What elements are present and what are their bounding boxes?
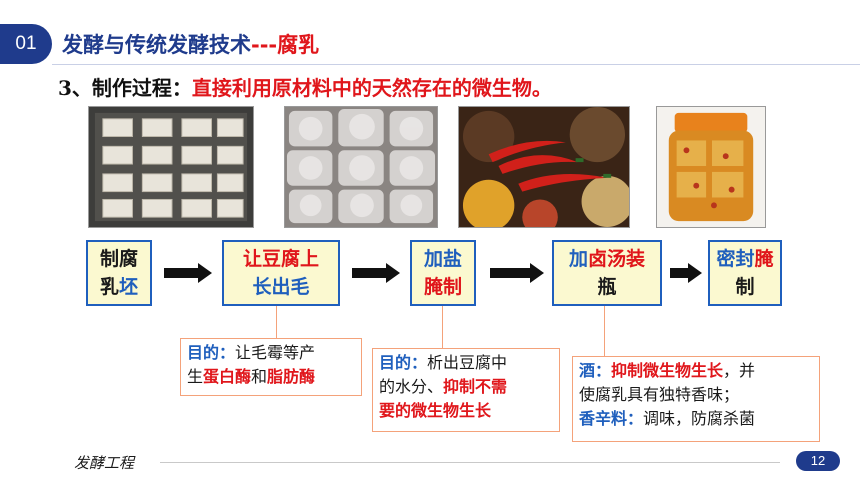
note3-text1a: 抑制微生物生长	[611, 361, 724, 380]
step3-line1: 加盐	[423, 248, 462, 270]
step4-line1a: 加	[568, 248, 588, 270]
step5-line1b: 腌	[754, 248, 774, 270]
note2-key: 目的：	[379, 353, 428, 372]
step1-line2a: 乳	[99, 276, 119, 298]
step4-line2: 瓶	[597, 276, 617, 298]
note1-text1: 让毛霉等产	[235, 343, 316, 362]
note1-text2c: 和	[251, 367, 268, 386]
note3-text3: 调味，防腐杀菌	[643, 409, 756, 428]
note-brine-purpose: 酒：抑制微生物生长，并 使腐乳具有独特香味； 香辛料：调味，防腐杀菌	[572, 356, 820, 442]
step5-line1a: 密封	[716, 248, 755, 270]
photo-spices	[458, 106, 630, 228]
step-salt-curing: 加盐 腌制	[410, 240, 476, 306]
note3-text1b: ，并	[723, 361, 756, 380]
step2-line1: 让豆腐上	[242, 248, 319, 270]
step-brine-bottling: 加卤汤装 瓶	[552, 240, 662, 306]
subtitle-label: 3、制作过程：	[58, 76, 192, 100]
step3-line2: 腌制	[423, 276, 462, 298]
title-divider	[52, 64, 860, 65]
note2-text2b: 抑制不需	[443, 377, 508, 396]
step2-line2: 长出毛	[252, 276, 310, 298]
note1-key: 目的：	[187, 343, 236, 362]
step-make-tofu-blank: 制腐 乳坯	[86, 240, 152, 306]
note-mold-purpose: 目的：让毛霉等产 生蛋白酶和脂肪酶	[180, 338, 362, 396]
arrow-right-icon	[164, 263, 212, 283]
note1-lipase: 脂肪酶	[267, 367, 316, 386]
step1-line2b: 坯	[119, 276, 139, 298]
step-grow-mold: 让豆腐上 长出毛	[222, 240, 340, 306]
step-seal-curing: 密封腌 制	[708, 240, 782, 306]
note2-text3: 要的微生物生长	[379, 401, 492, 420]
note2-text2a: 的水分、	[379, 377, 444, 396]
note3-text2: 使腐乳具有独特香味；	[579, 385, 740, 404]
note3-key-wine: 酒：	[579, 361, 612, 380]
footer-course-name: 发酵工程	[74, 454, 135, 472]
connector-line	[604, 306, 605, 356]
title-accent: ---腐乳	[251, 33, 320, 57]
note1-text2a: 生	[187, 367, 204, 386]
slide-number-badge: 01	[0, 24, 52, 64]
connector-line	[442, 306, 443, 348]
step1-line1: 制腐	[99, 248, 138, 270]
page-title: 发酵与传统发酵技术---腐乳	[62, 29, 319, 59]
step4-line1b: 卤汤装	[588, 248, 646, 270]
note3-key-spice: 香辛料：	[579, 409, 644, 428]
arrow-right-icon	[490, 263, 544, 283]
page-number-badge: 12	[796, 451, 840, 471]
photo-tofu-jar	[656, 106, 766, 228]
footer-divider	[160, 462, 780, 463]
subtitle-desc: 直接利用原材料中的天然存在的微生物。	[191, 76, 552, 100]
arrow-right-icon	[670, 263, 702, 283]
connector-line	[276, 306, 277, 338]
note1-protease: 蛋白酶	[203, 367, 252, 386]
note2-text1: 析出豆腐中	[427, 353, 508, 372]
photo-tofu-blocks	[88, 106, 254, 228]
photo-moldy-tofu	[284, 106, 438, 228]
note-salt-purpose: 目的：析出豆腐中 的水分、抑制不需 要的微生物生长	[372, 348, 560, 432]
arrow-right-icon	[352, 263, 400, 283]
subtitle: 3、制作过程：直接利用原材料中的天然存在的微生物。	[58, 72, 552, 101]
title-main: 发酵与传统发酵技术	[62, 33, 251, 57]
step5-line2: 制	[735, 276, 755, 298]
